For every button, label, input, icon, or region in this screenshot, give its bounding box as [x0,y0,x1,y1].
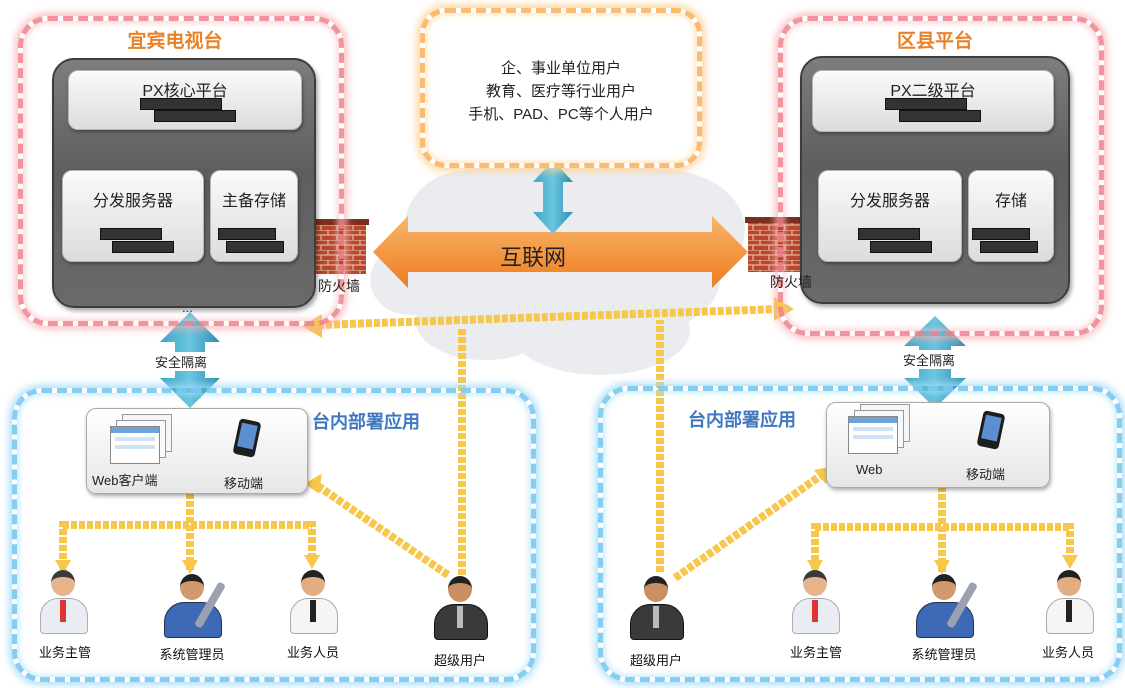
left-person-staff-icon [288,568,338,634]
right-person-admin-icon [912,572,982,638]
left-person-super-icon [432,574,488,640]
left-deploy-group [12,388,536,682]
right-station-title: 区县平台 [896,30,973,52]
right-person-manager-label: 业务主管 [789,645,842,660]
firewall-left-label: 防火墙 [318,278,360,294]
right-person-staff-icon [1044,568,1094,634]
left-web-label: Web客户端 [92,473,158,488]
right-web-label: Web [856,462,883,477]
external-users-box: 企、事业单位用户 教育、医疗等行业用户 手机、PAD、PC等个人用户 [420,8,702,168]
right-person-super-icon [628,574,684,640]
left-dist-server-icon [100,228,180,254]
right-deploy-group [598,386,1122,682]
isolation-right-label: 安全隔离 [903,350,956,369]
right-deploy-title: 台内部署应用 [688,410,796,431]
right-core-platform-label: PX二级平台 [890,83,976,100]
left-station-group [18,16,344,326]
right-person-admin-label: 系统管理员 [911,647,977,662]
left-core-platform-label: PX核心平台 [142,83,228,100]
right-dist-server-icon [858,228,938,254]
left-person-admin-label: 系统管理员 [159,647,225,662]
internet-arrow [373,216,748,288]
right-core-server-icon [885,98,981,124]
left-person-manager-icon [38,568,88,634]
right-mobile-label: 移动端 [966,467,1006,482]
left-person-manager-label: 业务主管 [38,645,91,660]
users-line-1: 企、事业单位用户 [500,60,621,77]
isolation-left-label: 安全隔离 [155,352,208,371]
firewall-right-label: 防火墙 [770,274,812,290]
right-dist-server-label: 分发服务器 [849,193,930,210]
right-storage-icon [972,228,1042,254]
left-core-server-icon [140,98,236,124]
users-internet-arrow [533,160,573,234]
left-person-admin-icon [160,572,230,638]
right-station-group [778,16,1104,336]
users-line-3: 手机、PAD、PC等个人用户 [468,106,654,123]
internet-label: 互联网 [500,245,567,270]
left-ellipsis: ... [182,300,193,315]
left-person-super-label: 超级用户 [433,653,486,668]
left-deploy-title: 台内部署应用 [312,412,420,433]
left-storage-label: 主备存储 [221,193,286,210]
right-person-super-label: 超级用户 [629,653,682,668]
left-dist-server-label: 分发服务器 [92,193,173,210]
left-station-title: 宜宾电视台 [127,30,223,52]
users-line-2: 教育、医疗等行业用户 [485,83,636,100]
left-web-client-icon [110,414,172,464]
left-storage-icon [218,228,288,254]
left-mobile-label: 移动端 [224,476,264,491]
left-person-staff-label: 业务人员 [286,645,339,660]
right-person-staff-label: 业务人员 [1041,645,1094,660]
right-person-manager-icon [790,568,840,634]
right-web-icon [848,404,910,454]
right-storage-label: 存储 [994,193,1027,210]
